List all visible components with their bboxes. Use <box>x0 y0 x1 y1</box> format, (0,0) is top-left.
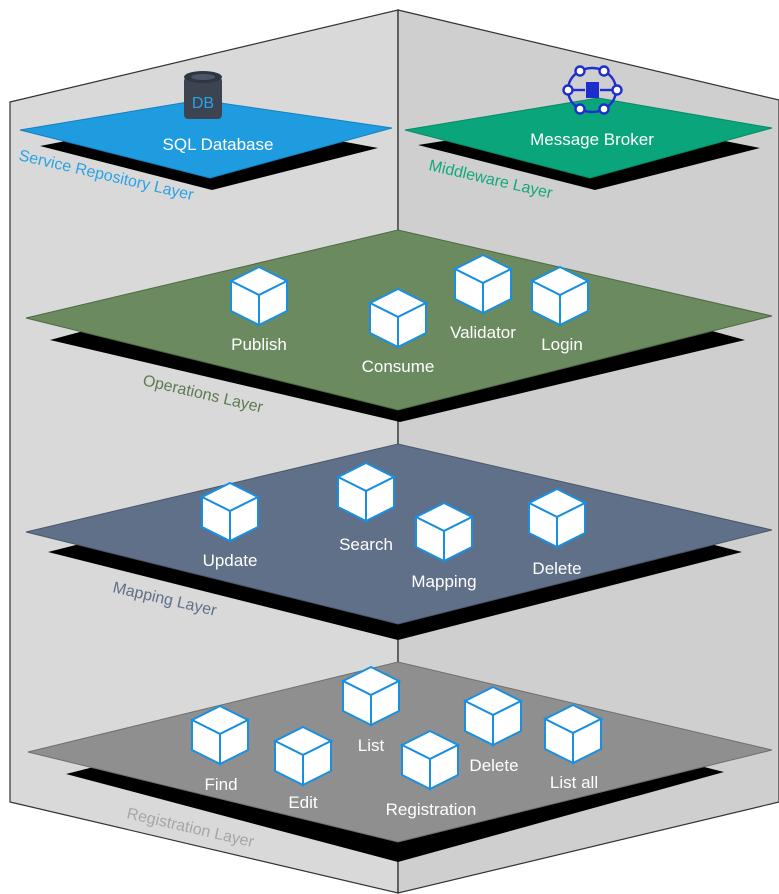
service-label: List all <box>550 773 598 792</box>
service-node-registration-registration: Registration <box>386 729 477 819</box>
service-node-mapping-update: Update <box>199 481 261 570</box>
cube-icon <box>462 685 524 747</box>
service-node-operations-login: Login <box>529 265 591 354</box>
service-node-registration-find: Find <box>189 704 251 794</box>
cube-icon <box>228 265 290 327</box>
cube-icon <box>526 487 588 549</box>
registration-layer: Registration Layer FindEditListRegistrat… <box>27 661 773 862</box>
service-node-registration-delete: Delete <box>462 685 524 775</box>
message-broker-icon <box>562 65 623 115</box>
service-node-operations-consume: Consume <box>362 287 435 376</box>
service-node-operations-validator: Validator <box>450 253 516 342</box>
operations-layer: Operations Layer PublishConsumeValidator… <box>25 229 773 422</box>
registration-plane-surface <box>27 661 773 843</box>
service-label: Login <box>541 335 583 354</box>
cube-icon <box>367 287 429 349</box>
broker-plane-surface <box>404 97 773 179</box>
service-label: Search <box>339 535 393 554</box>
service-node-mapping-search: Search <box>335 461 397 554</box>
service-label: Validator <box>450 323 516 342</box>
message-broker-title: Message Broker <box>530 130 654 149</box>
service-node-registration-list: List <box>340 665 402 755</box>
cube-icon <box>272 725 334 787</box>
service-label: Update <box>203 551 258 570</box>
database-icon: DB <box>184 71 222 119</box>
cube-icon <box>189 704 251 766</box>
cube-icon <box>335 461 397 523</box>
service-label: Publish <box>231 335 287 354</box>
cube-icon <box>399 729 461 791</box>
service-label: Mapping <box>411 572 476 591</box>
database-icon-text: DB <box>192 95 214 112</box>
sql-database-title: SQL Database <box>163 135 274 154</box>
service-node-operations-publish: Publish <box>228 265 290 354</box>
service-node-mapping-mapping: Mapping <box>411 501 477 591</box>
service-label: List <box>358 736 385 755</box>
service-label: Delete <box>469 756 518 775</box>
service-label: Edit <box>288 793 318 812</box>
cube-icon <box>452 253 514 315</box>
cube-icon <box>413 501 475 563</box>
cube-icon <box>340 665 402 727</box>
cube-icon <box>542 703 604 765</box>
service-label: Delete <box>532 559 581 578</box>
cube-icon <box>529 265 591 327</box>
service-node-mapping-delete: Delete <box>526 487 588 578</box>
service-label: Registration <box>386 800 477 819</box>
cube-icon <box>199 481 261 543</box>
service-node-registration-edit: Edit <box>272 725 334 812</box>
service-label: Find <box>204 775 237 794</box>
service-label: Consume <box>362 357 435 376</box>
sql-plane-surface <box>19 99 393 179</box>
service-node-registration-list-all: List all <box>542 703 604 792</box>
mapping-plane-surface <box>25 443 773 625</box>
